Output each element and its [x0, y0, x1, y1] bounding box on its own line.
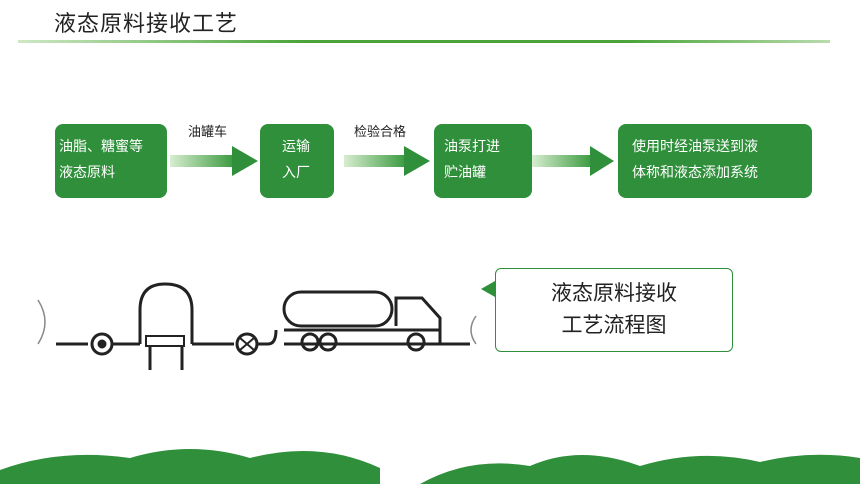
page-title: 液态原料接收工艺: [54, 12, 239, 37]
flow-arrow-3: [532, 146, 614, 176]
process-sketch: [37, 282, 477, 370]
flow-arrow-2: [344, 146, 430, 176]
step-text: 运输: [282, 139, 310, 155]
step-box-dosing-system: 使用时经油泵送到液 体称和液态添加系统: [618, 124, 812, 198]
step-text: 使用时经油泵送到液: [632, 139, 758, 155]
step-box-pump-storage: 油泵打进 贮油罐: [434, 124, 532, 198]
arrow-label-tanker: 油罐车: [188, 125, 228, 140]
callout-box: 液态原料接收 工艺流程图: [495, 268, 733, 352]
callout-pointer: [481, 281, 495, 297]
step-text: 体称和液态添加系统: [632, 165, 758, 181]
step-text: 油泵打进: [444, 139, 500, 155]
callout-text: 工艺流程图: [561, 313, 667, 337]
step-text: 油脂、糖蜜等: [59, 139, 143, 155]
step-box-transport: 运输 入厂: [260, 124, 334, 198]
callout-text: 液态原料接收: [551, 281, 677, 305]
title-underline: [18, 40, 830, 43]
step-text: 入厂: [282, 165, 310, 181]
arrow-label-inspection: 检验合格: [354, 125, 407, 140]
step-box-raw-material: 油脂、糖蜜等 液态原料: [55, 124, 167, 198]
step-text: 贮油罐: [444, 165, 486, 181]
decorative-hills: [0, 449, 860, 484]
flow-arrow-1: [170, 146, 258, 176]
step-text: 液态原料: [59, 165, 115, 181]
